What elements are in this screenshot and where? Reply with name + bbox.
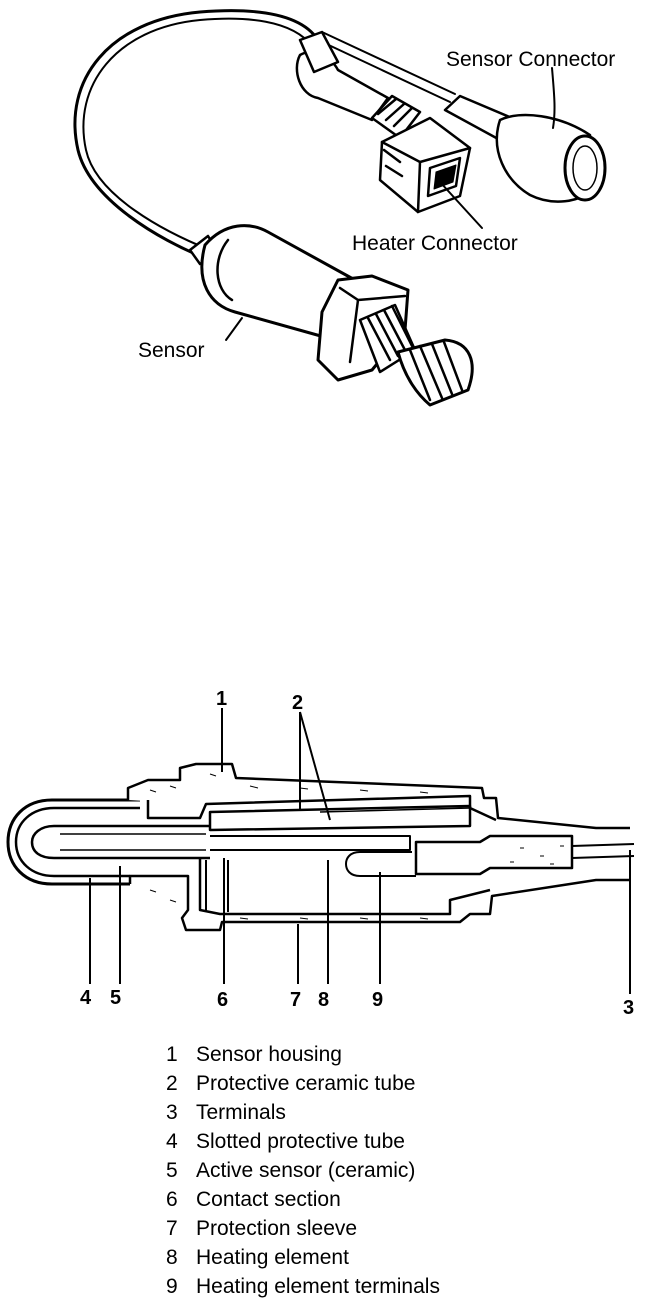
legend-item: 9 Heating element terminals (166, 1272, 440, 1301)
sensor-cross-section (6, 708, 635, 994)
heating-element-terminals (345, 851, 416, 877)
legend-item: 5 Active sensor (ceramic) (166, 1156, 440, 1185)
legend-text: Heating element (196, 1246, 349, 1269)
legend-item: 1 Sensor housing (166, 1040, 440, 1069)
legend-item: 4 Slotted protective tube (166, 1127, 440, 1156)
legend-number: 4 (166, 1130, 178, 1153)
terminals (571, 843, 635, 859)
legend-number: 6 (166, 1188, 178, 1211)
sensor-connector-label: Sensor Connector (446, 48, 615, 71)
callout-4: 4 (80, 987, 92, 1009)
parts-legend: 1 Sensor housing 2 Protective ceramic tube… (166, 1040, 440, 1301)
legend-text: Slotted protective tube (196, 1130, 405, 1153)
legend-text: Protection sleeve (196, 1217, 358, 1240)
legend-item: 2 Protective ceramic tube (166, 1069, 440, 1098)
legend-number: 2 (166, 1072, 178, 1095)
sensor-cable (73, 9, 320, 260)
legend-item: 3 Terminals (166, 1098, 440, 1127)
callout-8: 8 (318, 989, 329, 1011)
sensor-label: Sensor (138, 339, 205, 362)
legend-number: 3 (166, 1101, 178, 1124)
legend-item: 7 Protection sleeve (166, 1214, 440, 1243)
callout-2-leader (299, 711, 331, 821)
active-sensor (30, 824, 210, 860)
heater-connector-label: Heater Connector (352, 232, 518, 255)
legend-number: 8 (166, 1246, 178, 1269)
slotted-protective-tube (6, 798, 140, 886)
legend-text: Active sensor (ceramic) (196, 1159, 416, 1182)
legend-item: 8 Heating element (166, 1243, 440, 1272)
sensor-tip (396, 338, 474, 407)
legend-number: 5 (166, 1159, 178, 1182)
callout-6: 6 (217, 989, 228, 1011)
callout-5: 5 (110, 987, 121, 1009)
housing-hatching (149, 773, 564, 920)
legend-text: Protective ceramic tube (196, 1072, 416, 1095)
callout-1: 1 (216, 688, 227, 710)
sensor-housing-upper (126, 762, 630, 830)
sensor-connector-opening (563, 134, 607, 202)
heating-element (210, 835, 411, 851)
legend-text: Contact section (196, 1188, 341, 1211)
sensor-leader (225, 317, 243, 341)
callout-2: 2 (292, 692, 303, 714)
protective-ceramic-tube (208, 804, 472, 832)
legend-item: 6 Contact section (166, 1185, 440, 1214)
heater-connector-leader (439, 181, 483, 229)
callout-7: 7 (290, 989, 301, 1011)
sensor-assembly-illustration (73, 9, 607, 407)
legend-number: 7 (166, 1217, 178, 1240)
callout-3: 3 (623, 997, 634, 1019)
legend-number: 1 (166, 1043, 178, 1066)
legend-text: Heating element terminals (196, 1275, 440, 1298)
legend-text: Sensor housing (196, 1043, 342, 1066)
legend-text: Terminals (196, 1101, 286, 1124)
contact-section (414, 834, 574, 876)
callout-9: 9 (372, 989, 383, 1011)
legend-number: 9 (166, 1275, 178, 1298)
sensor-connector-leader (551, 67, 556, 129)
